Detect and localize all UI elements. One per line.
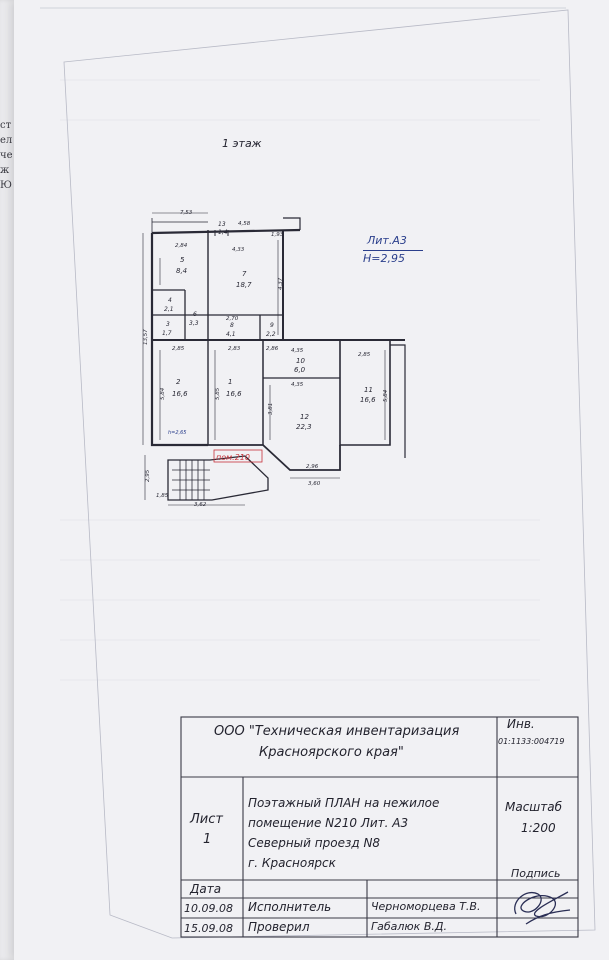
dimension-label: 2,85 <box>358 352 371 358</box>
dimension-label: 4,37 <box>278 277 284 290</box>
room-11-number: 11 <box>364 386 373 394</box>
dimension-label: 3,60 <box>308 481 321 487</box>
height-mark: h=2,65 <box>168 430 187 436</box>
scale-value: 1:200 <box>521 821 556 835</box>
room-1-area: 16,6 <box>226 390 242 398</box>
room-9-number: 9 <box>270 322 274 329</box>
description-line-2: помещение N210 Лит. А3 <box>248 816 409 830</box>
room-5-area: 8,4 <box>176 267 187 275</box>
inventory-label: Инв. <box>507 717 535 731</box>
room-3-number: 3 <box>166 321 170 328</box>
dimension-label: 2,86 <box>266 346 279 352</box>
checker-date: 15.09.08 <box>184 922 233 935</box>
dimension-label: 2,85 <box>172 346 185 352</box>
floor-title: 1 этаж <box>222 137 262 150</box>
room-12-area: 22,3 <box>296 423 312 431</box>
dimension-label: 2,95 <box>145 469 151 482</box>
executor-date: 10.09.08 <box>184 902 233 915</box>
underlying-glyph: ж <box>0 165 10 176</box>
organization-line-2: Красноярского края" <box>259 745 404 760</box>
room-11-area: 16,6 <box>360 396 376 404</box>
dimension-label: 5,84 <box>383 389 389 402</box>
dimension-label: 4,35 <box>291 348 304 354</box>
room-13-number: 13 <box>218 221 226 228</box>
dimension-label: 3,81 <box>268 403 274 415</box>
executor-name: Черноморцева Т.В. <box>371 900 481 913</box>
room-4-number: 4 <box>168 297 172 304</box>
room-label-210: пом.210 <box>216 453 250 462</box>
sheet-number: 1 <box>203 832 212 847</box>
dimension-label: 1,85 <box>156 493 169 499</box>
description-line-3: Северный проезд N8 <box>248 836 381 850</box>
underlying-glyph: че <box>0 150 13 161</box>
room-10-area: 6,0 <box>294 366 306 374</box>
ceiling-height: H=2,95 <box>363 250 423 265</box>
dimension-label: 4,33 <box>232 247 245 253</box>
scale-label: Масштаб <box>505 800 563 814</box>
underlying-glyph: ст <box>0 120 12 131</box>
dimension-label: 2,83 <box>228 346 241 352</box>
room-6-number: 6 <box>193 311 197 318</box>
signature-label: Подпись <box>511 867 561 880</box>
checker-name: Габалюк В.Д. <box>371 920 447 933</box>
room-2-area: 16,6 <box>172 390 188 398</box>
dimension-label: 3,62 <box>194 502 207 508</box>
room-9-area: 2,2 <box>266 331 276 338</box>
room-8-number: 8 <box>230 322 234 329</box>
checker-role: Проверил <box>248 920 310 934</box>
dimension-label: 13,57 <box>143 329 149 345</box>
dimension-label: 5,85 <box>215 387 221 400</box>
underlying-page-text: ст ел че ж Ю <box>0 118 14 193</box>
room-7-area: 18,7 <box>236 281 252 289</box>
dimension-label: 4,58 <box>238 221 251 227</box>
sheet-label: Лист <box>190 812 223 827</box>
room-5-number: 5 <box>180 256 185 264</box>
document-sheet <box>14 0 609 960</box>
dimension-label: 2,70 <box>226 316 239 322</box>
room-2-number: 2 <box>176 378 181 386</box>
room-13-area: 1,4 <box>218 229 228 236</box>
description-line-1: Поэтажный ПЛАН на нежилое <box>248 796 440 810</box>
organization-line-1: ООО "Техническая инвентаризация <box>214 724 460 739</box>
room-1-number: 1 <box>228 378 232 386</box>
dimension-label: 4,35 <box>291 382 304 388</box>
signature-mark <box>514 891 571 925</box>
room-7-number: 7 <box>242 270 247 278</box>
dimension-label: 2,96 <box>306 464 319 470</box>
room-6-area: 3,3 <box>189 320 199 327</box>
underlying-glyph: ел <box>0 135 13 146</box>
description-line-4: г. Красноярск <box>248 856 336 870</box>
room-3-area: 1,7 <box>162 330 172 337</box>
room-10-number: 10 <box>296 357 305 365</box>
room-12-number: 12 <box>300 413 309 421</box>
dimension-label: 5,84 <box>160 387 166 400</box>
building-letter: Лит.А3 <box>367 234 407 247</box>
date-label: Дата <box>190 882 222 896</box>
underlying-glyph: Ю <box>0 180 12 191</box>
dimension-label: 2,84 <box>175 243 188 249</box>
room-4-area: 2,1 <box>164 306 174 313</box>
dimension-label: 1,93 <box>271 232 284 238</box>
inventory-number: 01:1133:004719 <box>498 737 565 746</box>
dimension-label: 7,53 <box>180 210 193 216</box>
room-8-area: 4,1 <box>226 331 236 338</box>
executor-role: Исполнитель <box>248 900 332 914</box>
